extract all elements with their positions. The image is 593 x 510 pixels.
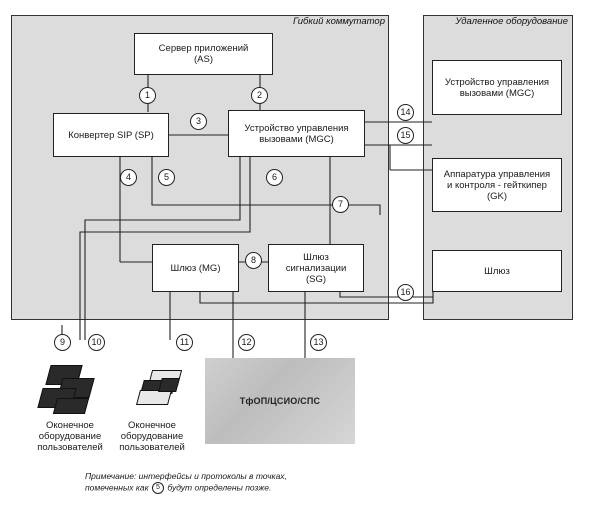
point-4: 4 [120,169,137,186]
remote-equipment-region-title: Удаленное оборудование [455,16,568,27]
point-10: 10 [88,334,105,351]
point-14: 14 [397,104,414,121]
footnote-line-2: помеченных как 5 будут определены позже. [85,482,272,494]
link-sp-sg [151,156,381,215]
point-16: 16 [397,284,414,301]
signaling-gateway-box: Шлюз сигнализации (SG) [268,244,364,292]
call-controller-box: Устройство управления вызовами (MGC) [228,110,365,157]
pstn-network: ТфОП/ЦСИО/СПС [205,358,355,444]
point-9: 9 [54,334,71,351]
point-11: 11 [176,334,193,351]
point-2: 2 [251,87,268,104]
link-mgc-terminals-2 [79,156,251,340]
point-5: 5 [158,169,175,186]
softswitch-region-title: Гибкий коммутатор [293,16,385,27]
point-12: 12 [238,334,255,351]
media-gateway-box: Шлюз (MG) [152,244,239,292]
remote-gateway-box: Шлюз [432,250,562,292]
point-15: 15 [397,127,414,144]
point-1: 1 [139,87,156,104]
footnote-circle-icon: 5 [151,482,164,494]
point-13: 13 [310,334,327,351]
application-server-box: Сервер приложений (AS) [134,33,273,75]
point-8: 8 [245,252,262,269]
pstn-label: ТфОП/ЦСИО/СПС [239,396,321,406]
terminal-equipment-left-label: Оконечное оборудование пользователей [37,420,103,453]
sip-converter-box: Конвертер SIP (SP) [53,113,169,157]
footnote-line-1: Примечание: интерфейсы и протоколы в точ… [85,471,287,481]
point-6: 6 [266,169,283,186]
footnote: Примечание: интерфейсы и протоколы в точ… [85,471,405,494]
link-mgc-terminals [84,156,241,340]
point-7: 7 [332,196,349,213]
remote-call-controller-box: Устройство управления вызовами (MGC) [432,60,562,115]
terminal-equipment-middle-label: Оконечное оборудование пользователей [119,420,185,453]
gatekeeper-box: Аппаратура управления и контроля - гейтк… [432,158,562,212]
point-3: 3 [190,113,207,130]
